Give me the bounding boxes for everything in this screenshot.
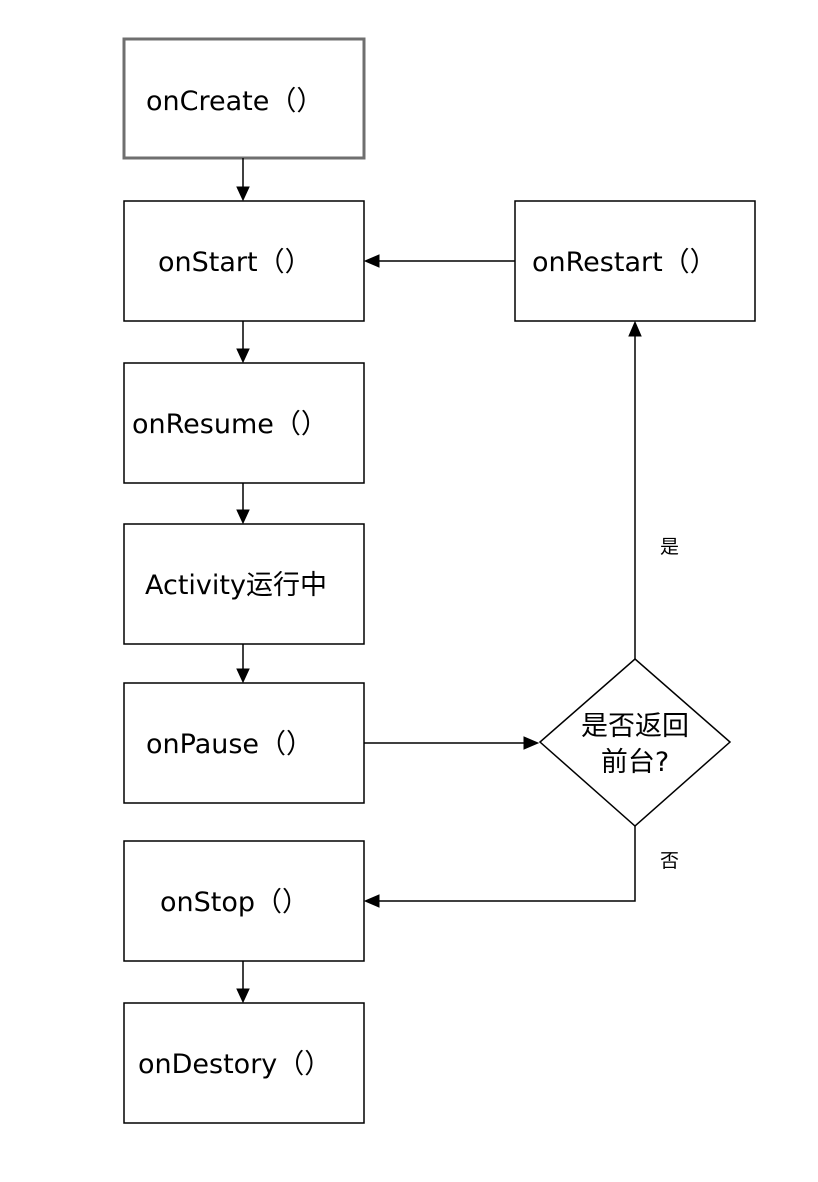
node-on-resume: onResume（） xyxy=(123,362,365,484)
edge-decision-yes-arrow xyxy=(628,320,642,337)
edge-pause-to-decision-arrow xyxy=(523,736,540,750)
node-on-destory-label: onDestory（） xyxy=(138,1049,331,1080)
node-on-pause-box xyxy=(123,682,365,804)
decision-label-line1: 是否返回 xyxy=(581,711,689,742)
edge-start-to-resume-arrow xyxy=(236,348,250,364)
edge-stop-to-destory xyxy=(236,961,250,1004)
node-on-create-box xyxy=(122,37,366,160)
node-activity-running: Activity运行中 xyxy=(123,523,365,645)
node-on-restart-label: onRestart（） xyxy=(532,247,717,278)
edge-restart-to-start-arrow xyxy=(363,254,380,268)
decision-return-foreground: 是否返回 前台? xyxy=(538,658,732,828)
edge-resume-to-running xyxy=(236,483,250,525)
node-on-stop-label: onStop（） xyxy=(160,887,309,918)
edge-resume-to-running-arrow xyxy=(236,509,250,525)
node-on-stop: onStop（） xyxy=(123,840,365,962)
decision-diamond xyxy=(538,658,732,828)
edge-restart-to-start xyxy=(363,254,515,268)
edge-running-to-pause-arrow xyxy=(236,668,250,684)
node-on-restart-box xyxy=(514,200,756,322)
node-on-pause: onPause（） xyxy=(123,682,365,804)
node-on-destory: onDestory（） xyxy=(123,1002,365,1124)
node-on-start-label: onStart（） xyxy=(158,247,312,278)
node-on-resume-label: onResume（） xyxy=(132,409,328,440)
node-on-resume-box xyxy=(123,362,365,484)
node-on-destory-box xyxy=(123,1002,365,1124)
edge-running-to-pause xyxy=(236,644,250,684)
edge-decision-yes-to-restart: 是 xyxy=(628,320,679,659)
edge-start-to-resume xyxy=(236,321,250,364)
node-on-restart: onRestart（） xyxy=(514,200,756,322)
node-activity-running-box xyxy=(123,523,365,645)
edge-decision-no-to-stop: 否 xyxy=(363,826,679,908)
node-on-start: onStart（） xyxy=(123,200,365,322)
edge-label-no: 否 xyxy=(660,850,679,872)
node-on-pause-label: onPause（） xyxy=(146,729,313,760)
node-on-create-label: onCreate（） xyxy=(146,86,323,117)
edge-decision-no-arrow xyxy=(363,894,380,908)
node-on-stop-box xyxy=(123,840,365,962)
node-activity-running-label: Activity运行中 xyxy=(145,570,327,601)
edge-label-yes: 是 xyxy=(660,536,679,558)
edge-pause-to-decision xyxy=(364,736,540,750)
decision-label-line2: 前台? xyxy=(601,747,669,778)
edge-create-to-start xyxy=(236,158,250,202)
node-on-start-box xyxy=(123,200,365,322)
edge-create-to-start-arrow xyxy=(236,186,250,202)
edge-decision-no-line xyxy=(377,826,636,902)
node-on-create: onCreate（） xyxy=(122,37,366,160)
edge-stop-to-destory-arrow xyxy=(236,988,250,1004)
